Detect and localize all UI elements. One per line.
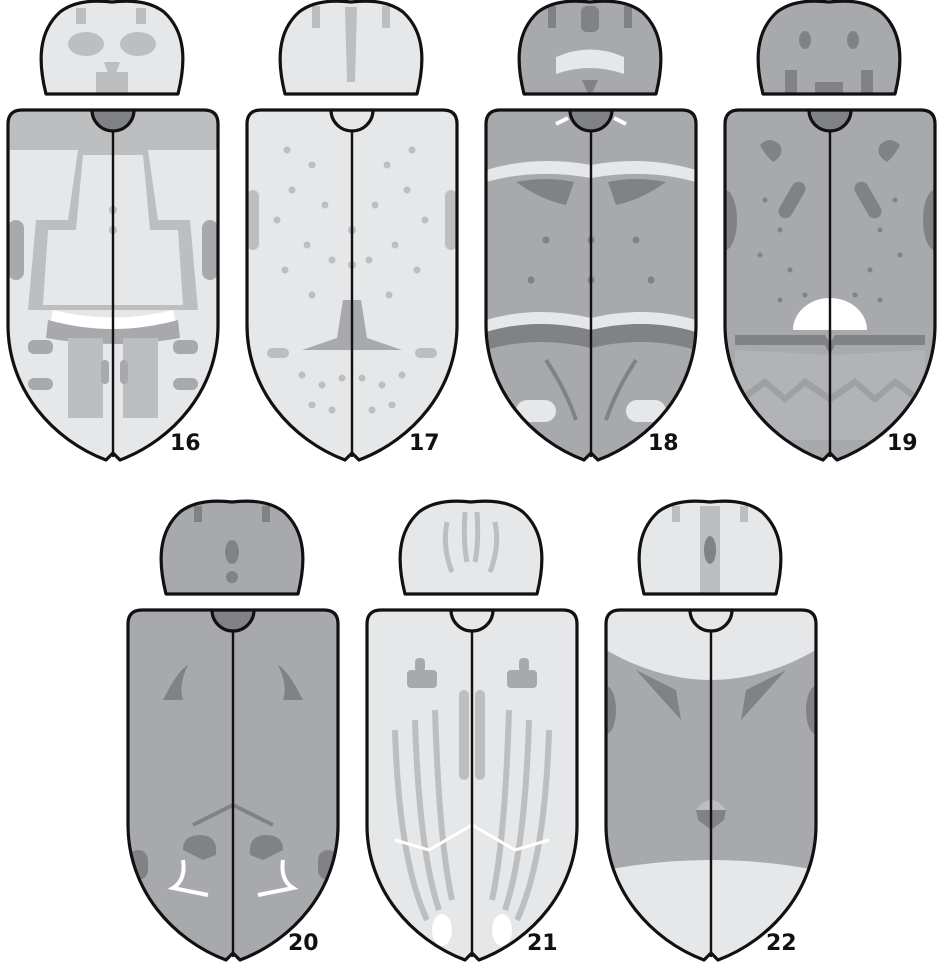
elytra-19 bbox=[713, 110, 946, 460]
figure-18: 18 bbox=[486, 1, 696, 460]
head-18 bbox=[519, 1, 661, 98]
elytra-17 bbox=[247, 110, 457, 460]
figure-label-20: 20 bbox=[288, 931, 319, 956]
figure-16: 16 bbox=[8, 1, 218, 460]
figure-label-16: 16 bbox=[170, 431, 201, 456]
figure-19: 19 bbox=[713, 1, 946, 460]
head-20 bbox=[161, 501, 303, 594]
elytra-20 bbox=[128, 610, 338, 960]
head-19 bbox=[758, 1, 900, 96]
figure-label-18: 18 bbox=[648, 431, 679, 456]
figure-label-21: 21 bbox=[527, 931, 558, 956]
head-16 bbox=[41, 1, 183, 94]
elytra-22 bbox=[596, 610, 826, 960]
head-17 bbox=[280, 1, 422, 94]
figure-label-17: 17 bbox=[409, 431, 440, 456]
figure-21: 21 bbox=[367, 501, 577, 960]
figure-17: 17 bbox=[247, 1, 457, 460]
head-22 bbox=[639, 501, 781, 594]
figure-label-22: 22 bbox=[766, 931, 797, 956]
elytra-16 bbox=[8, 110, 218, 460]
figure-label-19: 19 bbox=[887, 431, 918, 456]
elytra-21 bbox=[367, 610, 577, 960]
head-21 bbox=[400, 501, 542, 594]
figure-20: 20 bbox=[128, 501, 338, 960]
figure-22: 22 bbox=[596, 501, 826, 960]
elytra-18 bbox=[486, 110, 696, 460]
